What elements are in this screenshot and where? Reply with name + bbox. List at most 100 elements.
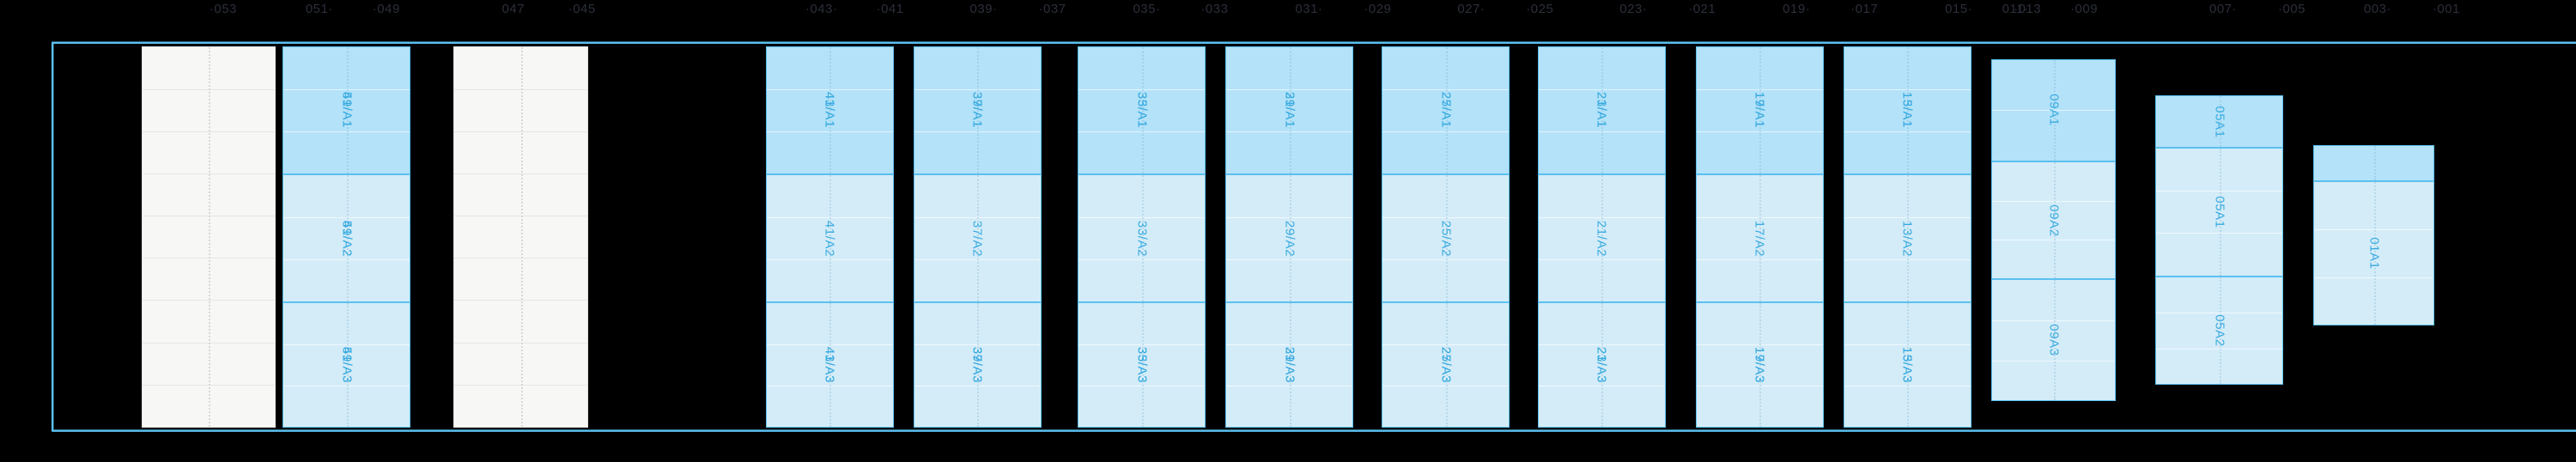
bay-centerline [2053, 280, 2056, 401]
tier-row-divider [2156, 233, 2283, 234]
tier-row-divider [2313, 229, 2434, 231]
tier-row-divider [1226, 344, 1353, 346]
tier-block[interactable]: 05A1 [2155, 148, 2284, 277]
tier-block[interactable] [141, 46, 276, 428]
bay-tick-047: 047 [501, 2, 526, 16]
bay-centerline [1289, 46, 1291, 173]
bay-centerline [977, 174, 980, 302]
tier-row-divider [1991, 110, 2116, 112]
bay-centerline [2373, 181, 2376, 325]
tier-block[interactable]: 33/A2 [1078, 173, 1206, 303]
bay-tick-035: 035· [1133, 2, 1161, 16]
tier-row-divider [1991, 200, 2116, 202]
tier-row-divider [1844, 259, 1971, 261]
bay-centerline [1289, 303, 1291, 427]
tier-row-divider [1226, 216, 1353, 218]
tier-row-divider [2313, 277, 2434, 278]
tier-block[interactable]: 01A1 [2312, 180, 2435, 326]
tier-row-divider [2156, 348, 2283, 350]
tier-block[interactable]: 05A2 [2155, 276, 2284, 385]
bay-tick-045: ·045 [568, 2, 596, 16]
tier-row-divider [766, 259, 893, 261]
tier-row-divider [283, 216, 410, 218]
bay-centerline [520, 46, 523, 427]
tier-block[interactable]: 17/A2 [1695, 173, 1824, 303]
tier-row-divider [914, 88, 1041, 90]
tier-block[interactable]: 41/A2 [765, 173, 894, 303]
tier-block[interactable]: 25/A2 [1382, 173, 1510, 303]
tier-row-divider [1382, 259, 1510, 261]
bay-centerline [1445, 174, 1448, 302]
tier-block[interactable]: 13/A2 [1843, 173, 1971, 303]
tier-row-divider [1538, 88, 1665, 90]
bay-centerline [1759, 46, 1762, 173]
bay-tick-009: ·009 [2070, 2, 2099, 16]
tier-block[interactable]: 37/A2 [913, 173, 1042, 303]
bay-centerline [1601, 303, 1604, 427]
bay-tick-023: 023· [1619, 2, 1648, 16]
bay-001[interactable]: 01A1 [2312, 144, 2435, 326]
tier-block[interactable]: 09A3 [1990, 279, 2117, 402]
bay-centerline [1141, 46, 1144, 173]
tier-row-divider [914, 131, 1041, 132]
tier-block[interactable]: 05A1 [2155, 95, 2284, 149]
bay-empty-051[interactable] [141, 46, 276, 428]
tier-block[interactable] [453, 46, 588, 428]
bay-centerline [1601, 174, 1604, 302]
tier-block[interactable]: 29/A2 [1225, 173, 1354, 303]
tier-row-divider [1844, 88, 1971, 90]
bay-tick-033: ·033 [1200, 2, 1229, 16]
tier-block[interactable] [2312, 144, 2435, 181]
tier-block[interactable]: 09A2 [1990, 161, 2117, 280]
bay-centerline [2053, 161, 2056, 279]
tier-row-divider [1696, 259, 1823, 261]
bay-tick-043: ·043· [805, 2, 838, 16]
tier-block[interactable]: 09A1 [1990, 58, 2117, 161]
tier-row-divider [1382, 216, 1510, 218]
tier-row-divider [1538, 131, 1665, 132]
tier-row-divider [1226, 88, 1353, 90]
tier-row-divider [1538, 344, 1665, 346]
bay-tick-007: 007· [2208, 2, 2238, 16]
bay-empty-047[interactable] [453, 46, 588, 428]
bay-tick-021: ·021 [1688, 2, 1716, 16]
bay-tick-027: 027· [1457, 2, 1485, 16]
tier-block[interactable]: 21/A2 [1537, 173, 1666, 303]
